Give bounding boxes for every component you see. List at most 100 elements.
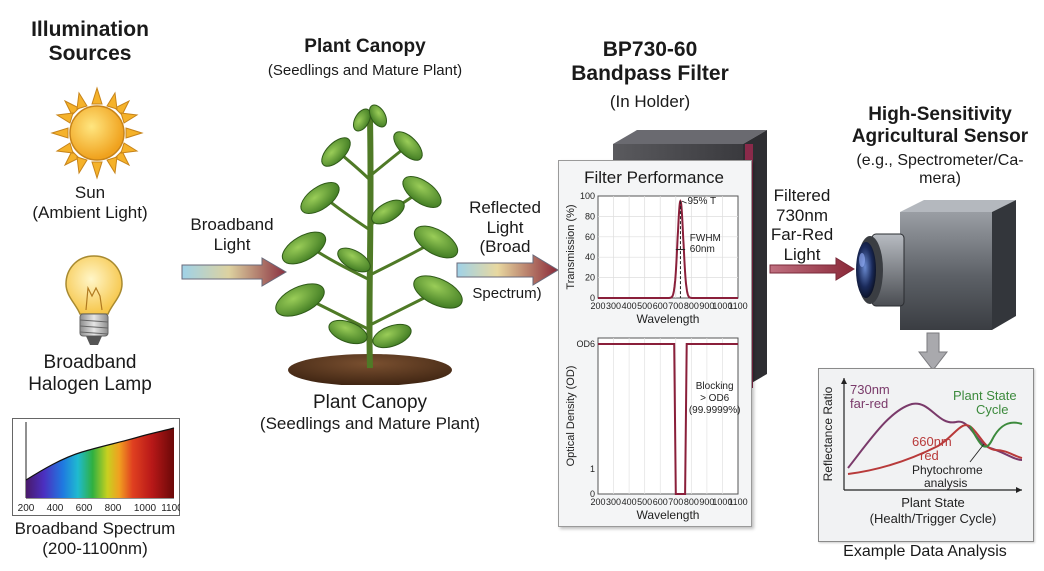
fwhm-label-line2: 60nm	[690, 244, 715, 255]
sources-title-line2: Sources	[48, 42, 132, 66]
analysis-y-arrowhead	[841, 378, 847, 384]
phytochrome-label-line2: analysis	[924, 476, 967, 490]
lamp-label-line2: Halogen Lamp	[28, 373, 152, 395]
sun-label: Sun (Ambient Light)	[20, 183, 160, 222]
filter-subtitle: (In Holder)	[609, 92, 691, 111]
transmission-xtick: 700	[668, 301, 683, 311]
spectrum-tick-200: 200	[18, 503, 35, 514]
od-xlabel: Wavelength	[637, 508, 700, 522]
od-xtick: 400	[622, 497, 637, 507]
od-xtick: 1000	[712, 497, 732, 507]
down-arrow	[918, 332, 948, 371]
sensor-title-line2: Agricultural Sensor	[851, 125, 1029, 147]
sources-title-line1: Illumination	[31, 18, 149, 41]
transmission-ylabel: Transmission (%)	[565, 204, 577, 289]
canopy-bottom-line2: (Seedlings and Mature Plant)	[259, 413, 481, 433]
analysis-x-arrowhead	[1016, 487, 1022, 493]
plant-state-label-line2: Cycle	[976, 402, 1009, 417]
series-660-label-line1: 660nm	[912, 434, 952, 449]
od-xtick: 900	[699, 497, 714, 507]
reflected-light-line4: Spectrum)	[472, 285, 542, 302]
plant-state-label-line1: Plant State	[953, 388, 1017, 403]
phytochrome-leader	[969, 443, 985, 463]
canopy-title: Plant Canopy	[304, 36, 426, 57]
fwhm-label-line1: FWHM	[690, 233, 721, 244]
transmission-ytick: 0	[590, 293, 595, 303]
od-ytick-top: OD6	[576, 339, 595, 349]
series-730-curve	[847, 402, 1023, 469]
od-curve	[598, 343, 738, 495]
od-ytick: 1	[590, 464, 595, 474]
transmission-xtick: 600	[653, 301, 668, 311]
filter-performance-title: Filter Performance	[584, 168, 724, 187]
transmission-xtick: 900	[699, 301, 714, 311]
reflected-light-line1: Reflected	[469, 198, 541, 217]
sun-label-line1: Sun	[74, 183, 106, 202]
sensor-sub-line2: mera)	[919, 170, 961, 188]
broadband-light-label-line1: Broadband	[190, 215, 274, 234]
canopy-subtitle: (Seedlings and Mature Plant)	[267, 62, 463, 79]
filter-title-line2: Bandpass Filter	[571, 62, 729, 86]
halogen-lamp-icon	[65, 255, 123, 345]
od-ylabel: Optical Density (OD)	[565, 366, 577, 467]
analysis-xlabel-line1: Plant State	[901, 495, 965, 510]
broadband-light-label-line2: Light	[213, 234, 251, 254]
spectrum-tick-600: 600	[76, 503, 93, 514]
series-730-label-line1: 730nm	[850, 382, 890, 397]
lamp-label-line1: Broadband	[43, 352, 137, 373]
series-660-label-line2: red	[920, 448, 939, 463]
filtered-light-arrow	[769, 257, 855, 281]
filtered-light-line3: Far-Red	[770, 225, 834, 245]
transmission-ytick: 60	[585, 232, 595, 242]
transmission-xlabel: Wavelength	[637, 312, 700, 326]
analysis-panel	[818, 368, 1034, 542]
peak-label: 95% T	[687, 196, 716, 207]
sensor-sub-line1: (e.g., Spectrometer/Ca-	[856, 152, 1024, 169]
analysis-caption: Example Data Analysis	[843, 543, 1007, 560]
od-plot-area	[597, 337, 739, 495]
sensor-title-line1: High-Sensitivity	[868, 104, 1012, 125]
canopy-bottom-line1: Plant Canopy	[312, 392, 428, 413]
od-xtick: 1100	[728, 497, 747, 507]
reflected-light-label: Reflected Light (Broad	[455, 198, 555, 257]
od-xtick: 600	[653, 497, 668, 507]
transmission-ytick: 100	[580, 191, 595, 201]
spectrum-caption-line2: (200-1100nm)	[42, 538, 148, 558]
transmission-plot-area	[597, 195, 739, 299]
transmission-curve	[598, 199, 738, 299]
filtered-light-line2: 730nm	[776, 205, 828, 225]
spectrum-caption-line1: Broadband Spectrum	[14, 519, 176, 538]
blocking-label-line1: Blocking	[696, 381, 734, 392]
spectrum-caption: Broadband Spectrum (200-1100nm)	[5, 519, 185, 558]
blocking-label-line3: (99.9999%)	[689, 405, 741, 416]
sun-label-line2: (Ambient Light)	[32, 202, 148, 222]
analysis-ylabel: Reflectance Ratio	[821, 386, 835, 481]
od-xtick: 500	[637, 497, 652, 507]
peak-leader	[681, 200, 687, 204]
transmission-xtick: 800	[684, 301, 699, 311]
transmission-xtick: 1100	[728, 301, 747, 311]
od-xtick: 700	[668, 497, 683, 507]
spectrum-tick-800: 800	[105, 503, 122, 514]
transmission-ytick: 40	[585, 252, 595, 262]
transmission-xtick: 1000	[712, 301, 732, 311]
sources-title: Illumination Sources	[20, 18, 160, 66]
canopy-bottom-label: Plant Canopy (Seedlings and Mature Plant…	[250, 392, 490, 433]
filtered-light-line4: Light	[783, 244, 821, 264]
lamp-label: Broadband Halogen Lamp	[15, 352, 165, 396]
spectrum-tick-1100: 1100	[161, 503, 180, 514]
transmission-xtick: 200	[590, 301, 605, 311]
sensor-subtitle: (e.g., Spectrometer/Ca- mera)	[840, 152, 1040, 189]
reflected-light-line2: Light	[486, 217, 524, 237]
sensor-camera-icon	[856, 200, 1016, 330]
analysis-xlabel-line2: (Health/Trigger Cycle)	[870, 511, 997, 526]
reflected-light-arrow	[456, 254, 559, 286]
filter-title-line1: BP730-60	[602, 38, 698, 61]
plant-state-curve	[969, 421, 1023, 448]
